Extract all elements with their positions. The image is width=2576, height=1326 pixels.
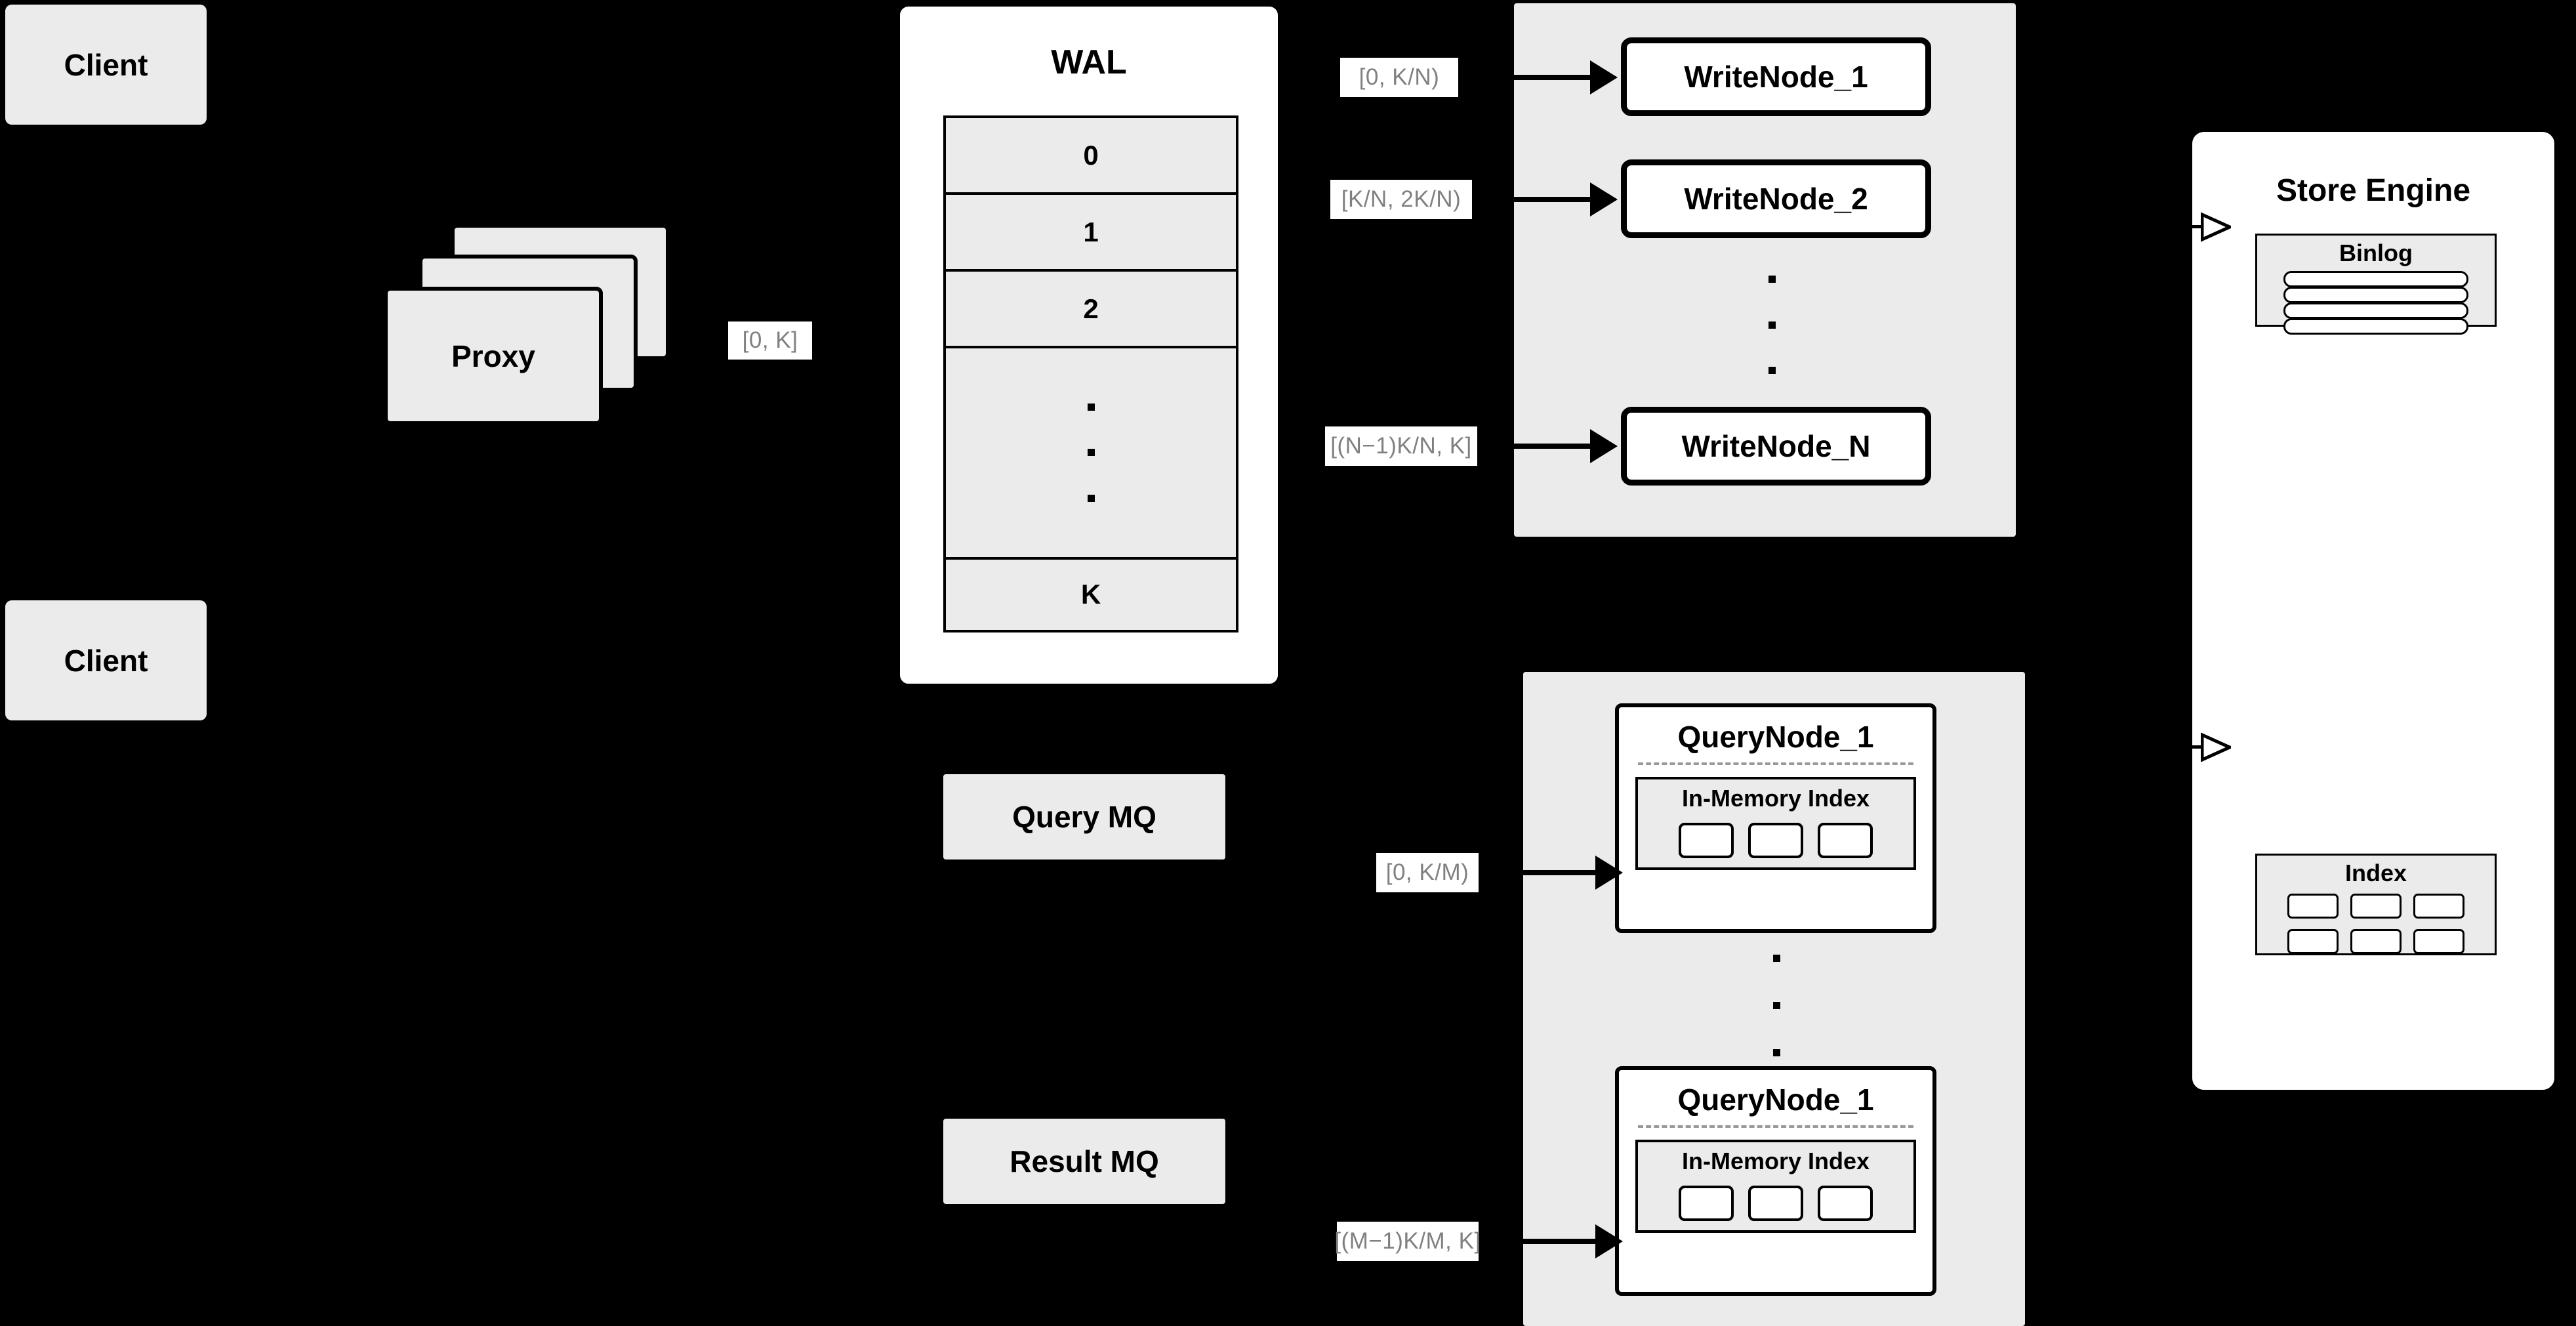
vertical-dots-icon — [1087, 403, 1095, 502]
write-node-2[interactable]: WriteNode_2 — [1621, 159, 1931, 238]
query-node-title: QueryNode_1 — [1677, 1083, 1874, 1117]
client-label: Client — [64, 643, 148, 678]
query-cluster-dots-icon — [1772, 955, 1780, 1056]
query-node-title: QueryNode_1 — [1677, 720, 1874, 754]
write-cluster-dots-icon — [1768, 276, 1776, 374]
query-arrow-m-head — [1595, 1224, 1623, 1258]
write-arrow-2-line — [1514, 197, 1593, 202]
binlog-bar[interactable] — [2283, 318, 2469, 335]
query-mq-box[interactable]: Query MQ — [943, 774, 1225, 860]
store-index-box: Index — [2255, 854, 2497, 955]
query-range-label-1: [0, K/M) — [1376, 853, 1479, 892]
binlog-arrow-head-icon — [2200, 212, 2234, 242]
proxy-range-label: [0, K] — [728, 321, 812, 360]
result-mq-box[interactable]: Result MQ — [943, 1119, 1225, 1204]
wal-row[interactable]: 1 — [946, 195, 1236, 272]
store-engine-title: Store Engine — [2276, 173, 2471, 208]
query-node-m[interactable]: QueryNode_1 In-Memory Index — [1615, 1066, 1936, 1296]
in-memory-index-title: In-Memory Index — [1681, 785, 1870, 812]
query-arrow-1-line — [1523, 870, 1598, 875]
write-arrow-2-head — [1590, 182, 1618, 217]
query-range-label-m: [(M−1)K/M, K] — [1334, 1222, 1481, 1261]
proxy-card-front[interactable]: Proxy — [384, 287, 603, 425]
index-cell[interactable] — [2413, 894, 2464, 919]
index-segment[interactable] — [1818, 823, 1873, 858]
wal-panel: WAL 0 1 2 K — [897, 3, 1281, 687]
write-range-label-n: [(N−1)K/N, K] — [1325, 426, 1477, 466]
index-segment[interactable] — [1679, 823, 1734, 858]
wal-row[interactable]: 2 — [946, 272, 1236, 349]
store-engine-panel: Store Engine Binlog Index — [2190, 129, 2557, 1092]
result-mq-label: Result MQ — [1010, 1144, 1159, 1178]
binlog-bar[interactable] — [2283, 271, 2469, 287]
binlog-arrow-line — [2180, 225, 2205, 228]
index-cell[interactable] — [2287, 929, 2339, 954]
store-index-title: Index — [2344, 860, 2407, 886]
query-mq-label: Query MQ — [1012, 800, 1156, 834]
write-node-1[interactable]: WriteNode_1 — [1621, 37, 1931, 116]
write-node-n[interactable]: WriteNode_N — [1621, 407, 1931, 486]
query-node-divider — [1637, 1125, 1914, 1128]
in-memory-index-box: In-Memory Index — [1635, 777, 1917, 870]
wal-table: 0 1 2 K — [943, 115, 1238, 632]
write-arrow-1-line — [1514, 75, 1593, 80]
index-cell[interactable] — [2287, 894, 2339, 919]
wal-row-ellipsis — [946, 348, 1236, 560]
store-index-arrow-head-icon — [2200, 732, 2234, 762]
binlog-title: Binlog — [2339, 239, 2413, 266]
write-range-label-1: [0, K/N) — [1340, 58, 1458, 97]
index-segment[interactable] — [1748, 823, 1803, 858]
client-label: Client — [64, 47, 148, 82]
binlog-box: Binlog — [2255, 234, 2497, 335]
query-node-1[interactable]: QueryNode_1 In-Memory Index — [1615, 703, 1936, 933]
proxy-stack[interactable]: Proxy — [380, 220, 676, 430]
wal-title: WAL — [1051, 43, 1127, 81]
store-index-arrow-line — [2180, 745, 2205, 749]
binlog-bar[interactable] — [2283, 302, 2469, 319]
proxy-label: Proxy — [451, 339, 535, 373]
client-box-1[interactable]: Client — [5, 5, 207, 125]
write-arrow-1-head — [1590, 60, 1618, 94]
in-memory-index-box: In-Memory Index — [1635, 1140, 1917, 1233]
query-node-divider — [1637, 762, 1914, 765]
index-segment[interactable] — [1818, 1186, 1873, 1221]
query-arrow-m-line — [1523, 1239, 1598, 1244]
index-segment[interactable] — [1748, 1186, 1803, 1221]
write-arrow-n-line — [1514, 444, 1593, 449]
query-arrow-1-head — [1595, 856, 1623, 890]
index-cell[interactable] — [2350, 894, 2402, 919]
wal-row[interactable]: 0 — [946, 118, 1236, 196]
client-box-2[interactable]: Client — [5, 600, 207, 720]
write-range-label-2: [K/N, 2K/N) — [1330, 180, 1472, 219]
in-memory-index-title: In-Memory Index — [1681, 1148, 1870, 1174]
write-arrow-n-head — [1590, 429, 1618, 463]
wal-row[interactable]: K — [1080, 579, 1101, 610]
index-cell[interactable] — [2350, 929, 2402, 954]
binlog-bar[interactable] — [2283, 287, 2469, 303]
index-cell[interactable] — [2413, 929, 2464, 954]
index-segment[interactable] — [1679, 1186, 1734, 1221]
